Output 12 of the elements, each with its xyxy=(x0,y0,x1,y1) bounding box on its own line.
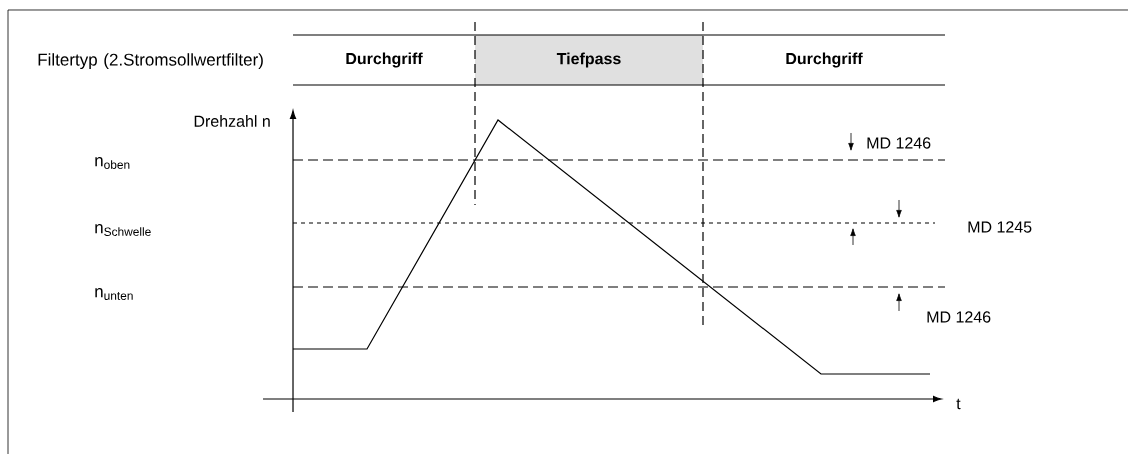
parameter-label: MD 1245 xyxy=(968,221,1032,233)
filter-band-cell: Tiefpass xyxy=(474,34,704,86)
filter-band-cell: Durchgriff xyxy=(702,34,946,86)
threshold-label: n$_{Schwelle}$ xyxy=(95,224,151,236)
axis-title: Filtertyp (2.Stromsollwertfilter) xyxy=(38,53,263,70)
parameter-label: MD 1246 xyxy=(927,311,991,323)
filter-band-cell: Durchgriff xyxy=(292,34,476,86)
axis-label: Drehzahl n xyxy=(194,115,270,127)
threshold-label: n$_{oben}$ xyxy=(95,157,130,169)
parameter-label: MD 1246 xyxy=(867,137,931,149)
threshold-label: n$_{unten}$ xyxy=(95,288,133,300)
axis-label: t xyxy=(956,398,961,410)
